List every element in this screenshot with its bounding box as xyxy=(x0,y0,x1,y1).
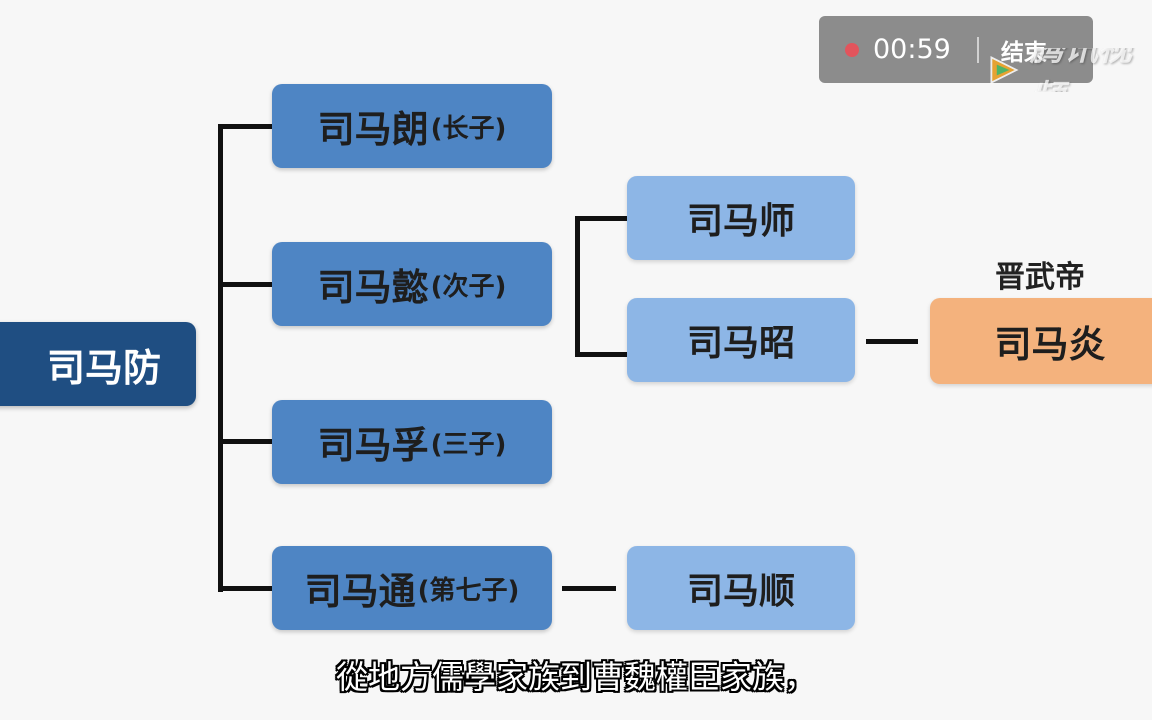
son-name: 司马通 xyxy=(304,570,416,613)
recording-panel: 00:59 结束 xyxy=(819,16,1093,83)
son-node-4: 司马通(第七子) xyxy=(272,546,552,630)
son-node-3: 司马孚(三子) xyxy=(272,400,552,484)
watermark: 腾讯视频 xyxy=(986,48,1152,92)
great-grandson-node: 司马炎 xyxy=(930,298,1152,384)
root-node: 司马防 xyxy=(0,322,196,406)
son-rank: (次子) xyxy=(430,271,507,302)
son-rank: (长子) xyxy=(430,113,507,144)
son-rank: (三子) xyxy=(430,429,507,460)
branch-line-son-4 xyxy=(218,586,273,591)
grandson-node-shi: 司马师 xyxy=(627,176,855,260)
branch-line-son-2 xyxy=(218,282,273,287)
son-name: 司马孚 xyxy=(317,424,429,467)
son-node-1: 司马朗(长子) xyxy=(272,84,552,168)
grandson-node-zhao: 司马昭 xyxy=(627,298,855,382)
trunk-line xyxy=(218,124,223,592)
emperor-title: 晋武帝 xyxy=(995,260,1085,295)
grandson-node-shun: 司马顺 xyxy=(627,546,855,630)
yi-trunk-line xyxy=(575,216,580,356)
video-subtitle: 從地方儒學家族到曹魏權臣家族， xyxy=(335,658,816,696)
tencent-video-play-icon xyxy=(990,55,1019,85)
grandson-name: 司马顺 xyxy=(686,571,795,612)
recording-divider xyxy=(976,36,979,63)
branch-line-son-3 xyxy=(218,439,273,444)
recording-dot-icon xyxy=(845,42,859,57)
grandson-name: 司马师 xyxy=(686,201,795,242)
recording-timer: 00:59 xyxy=(873,34,951,65)
branch-line-son-1 xyxy=(218,124,273,129)
son-name: 司马懿 xyxy=(317,266,429,309)
branch-line-zhao xyxy=(575,352,630,357)
link-line-zhao-yan xyxy=(866,339,918,344)
root-name: 司马防 xyxy=(46,345,161,390)
great-grandson-name: 司马炎 xyxy=(994,323,1106,366)
son-name: 司马朗 xyxy=(317,108,429,151)
son-node-2: 司马懿(次子) xyxy=(272,242,552,326)
end-recording-button[interactable]: 结束 xyxy=(1000,39,1047,66)
link-line-tong-shun xyxy=(562,586,616,591)
branch-line-shi xyxy=(575,216,630,221)
son-rank: (第七子) xyxy=(417,575,520,606)
watermark-text: 腾讯视频 xyxy=(1029,48,1132,92)
grandson-name: 司马昭 xyxy=(686,323,795,364)
